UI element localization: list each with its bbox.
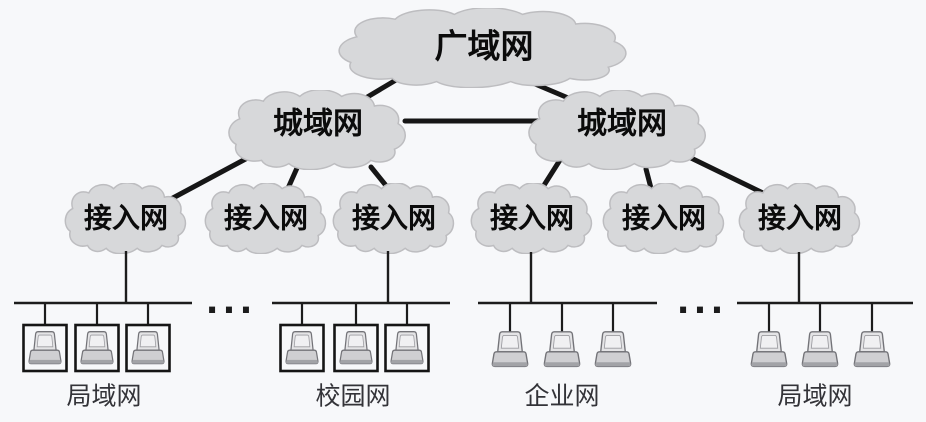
computer-icon [339, 331, 373, 365]
computer-icon [390, 331, 424, 365]
computer-icon [28, 331, 62, 365]
ellipsis-left: ... [206, 282, 257, 322]
computer-icon [853, 331, 891, 368]
group-label-lan-right: 局域网 [777, 382, 852, 411]
wan-label: 广域网 [435, 27, 534, 66]
computer-icon [543, 331, 581, 368]
access-label-5: 接入网 [622, 202, 706, 235]
computer-icon [80, 331, 114, 365]
computer-icon [801, 331, 839, 368]
link-man-right-access-6 [688, 155, 768, 197]
computer-box [125, 323, 171, 373]
group-label-campus: 校园网 [315, 382, 390, 411]
ellipsis-right: ... [677, 282, 728, 322]
access-label-3: 接入网 [352, 202, 436, 235]
group-label-lan-left: 局域网 [66, 382, 141, 411]
access-label-4: 接入网 [490, 202, 574, 235]
computer-box [74, 323, 120, 373]
access-label-1: 接入网 [84, 202, 168, 235]
group-label-enterprise: 企业网 [524, 382, 599, 411]
access-label-2: 接入网 [224, 202, 308, 235]
link-man-left-access-1 [168, 152, 256, 202]
computer-box [384, 323, 430, 373]
computer-icon [131, 331, 165, 365]
computer-icon [285, 331, 319, 365]
computer-icon [491, 331, 529, 368]
access-label-6: 接入网 [758, 202, 842, 235]
computer-icon [750, 331, 788, 368]
computer-icon [594, 331, 632, 368]
computer-box [333, 323, 379, 373]
man-left-label: 城域网 [273, 107, 363, 142]
man-right-label: 城域网 [577, 107, 667, 142]
computer-box [279, 323, 325, 373]
computer-box [22, 323, 68, 373]
